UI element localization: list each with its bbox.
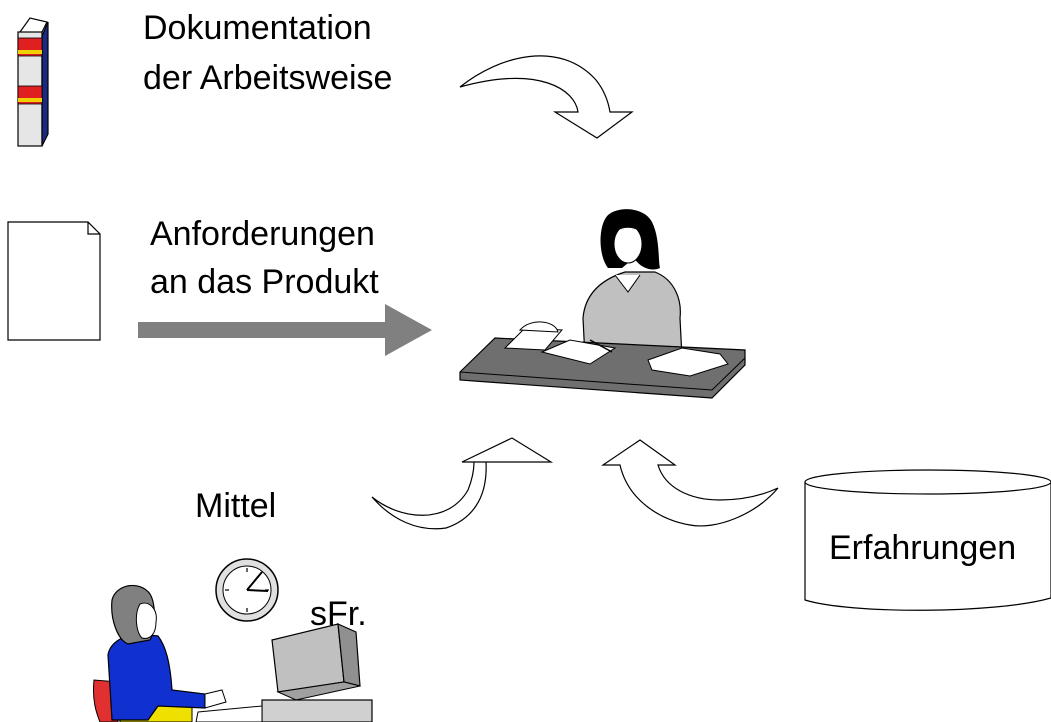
means-label: Mittel [195, 487, 277, 525]
computer-user-icon [93, 584, 373, 722]
database-cylinder-icon [804, 469, 1051, 611]
curved-arrow-means [371, 437, 554, 530]
curved-arrow-documentation [459, 55, 634, 139]
clock-icon [215, 558, 279, 622]
currency-label: sFr. [310, 595, 367, 633]
requirements-arrow [138, 304, 432, 356]
experience-label: Erfahrungen [829, 529, 1017, 567]
documentation-label-line2: der Arbeitsweise [143, 59, 393, 97]
book-icon [17, 17, 49, 147]
office-worker-icon [459, 209, 746, 399]
document-icon [7, 221, 101, 341]
curved-arrow-experience [601, 439, 779, 527]
requirements-label-line1: Anforderungen [150, 215, 375, 253]
requirements-label-line2: an das Produkt [150, 263, 379, 301]
documentation-label-line1: Dokumentation [143, 9, 372, 47]
